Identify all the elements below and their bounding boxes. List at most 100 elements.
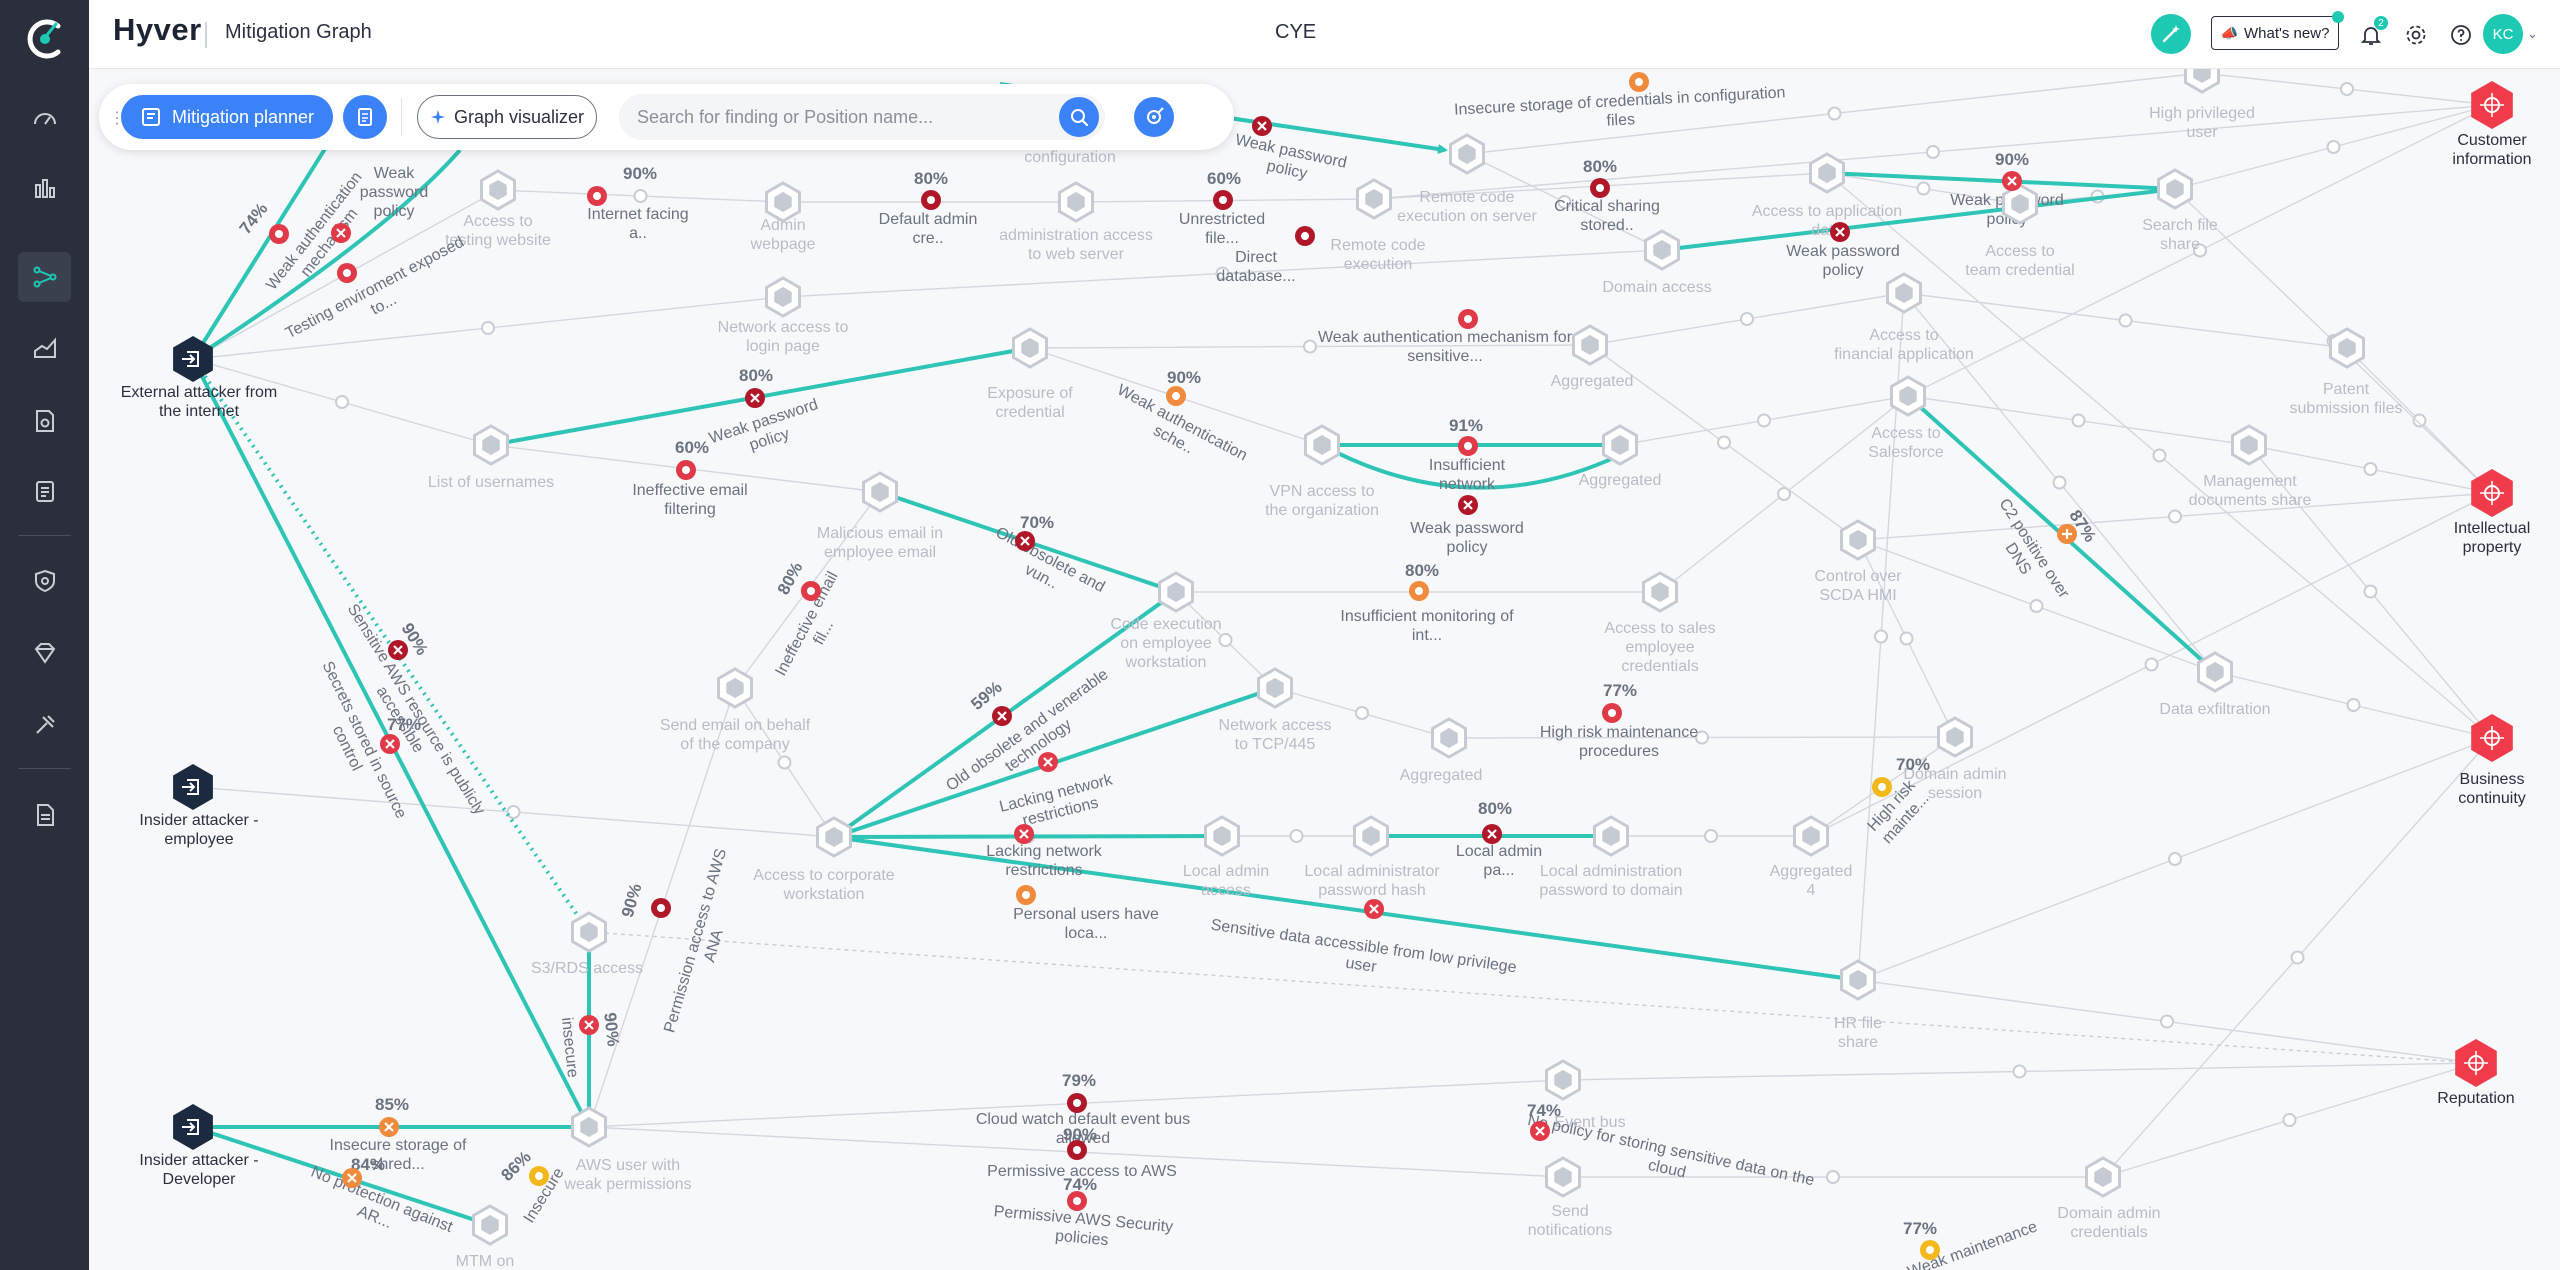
finding-marker[interactable] [1920,1240,1940,1260]
finding-marker[interactable] [587,186,607,206]
sidebar-item-reports[interactable] [18,790,71,840]
graph-node[interactable] [862,471,898,513]
sidebar-item-analytics[interactable] [18,163,71,213]
graph-node[interactable] [1204,815,1240,857]
ai-assistant-button[interactable] [2151,14,2191,54]
graph-node[interactable] [2085,1156,2121,1198]
finding-marker[interactable] [579,1015,599,1035]
crown-jewel-node[interactable] [2471,714,2513,762]
attacker-node[interactable] [173,764,213,810]
finding-marker[interactable] [2002,171,2022,191]
graph-node[interactable] [571,911,607,953]
finding-marker[interactable] [1038,752,1058,772]
finding-marker[interactable] [1530,1121,1550,1141]
graph-node[interactable] [717,667,753,709]
finding-marker[interactable] [1458,436,1478,456]
finding-marker[interactable] [388,640,408,660]
graph-node[interactable] [571,1106,607,1148]
graph-node[interactable] [1886,272,1922,314]
graph-node[interactable] [1890,375,1926,417]
finding-marker[interactable] [676,460,696,480]
help-button[interactable] [2444,18,2478,52]
sidebar-item-assets[interactable] [18,628,71,678]
finding-marker[interactable] [1590,178,1610,198]
graph-node[interactable] [1304,424,1340,466]
finding-marker[interactable] [801,581,821,601]
graph-node[interactable] [1793,815,1829,857]
finding-marker[interactable] [1014,824,1034,844]
graph-node[interactable] [1058,181,1094,223]
finding-marker[interactable] [1213,190,1233,210]
graph-node[interactable] [765,181,801,223]
graph-node[interactable] [1158,571,1194,613]
brand-logo[interactable]: Hyver [113,12,202,47]
finding-marker[interactable] [1364,899,1384,919]
finding-marker[interactable] [269,224,289,244]
graph-node[interactable] [1431,717,1467,759]
finding-marker[interactable] [331,223,351,243]
search-button[interactable] [1059,97,1099,137]
graph-node[interactable] [473,424,509,466]
graph-node[interactable] [816,816,852,858]
finding-marker[interactable] [1482,824,1502,844]
sidebar-item-trends[interactable] [18,323,71,373]
graph-node[interactable] [1572,324,1608,366]
settings-button[interactable] [2399,18,2433,52]
sidebar-item-findings[interactable] [18,396,71,446]
finding-marker[interactable] [2057,524,2077,544]
graph-node[interactable] [1012,327,1048,369]
graph-visualizer-button[interactable]: Graph visualizer [417,95,597,139]
graph-node[interactable] [1257,667,1293,709]
avatar[interactable]: KC [2483,14,2523,54]
finding-marker[interactable] [1067,1191,1087,1211]
graph-node[interactable] [1602,424,1638,466]
report-button[interactable] [343,95,387,139]
graph-node[interactable] [2157,168,2193,210]
finding-marker[interactable] [1872,777,1892,797]
whats-new-button[interactable]: 📣 What's new? [2211,11,2344,50]
finding-marker[interactable] [379,1117,399,1137]
graph-node[interactable] [472,1204,508,1246]
finding-marker[interactable] [1458,309,1478,329]
graph-node[interactable] [1644,229,1680,271]
finding-marker[interactable] [1458,495,1478,515]
finding-marker[interactable] [745,388,765,408]
graph-node[interactable] [2197,651,2233,693]
finding-marker[interactable] [1409,581,1429,601]
graph-node[interactable] [480,169,516,211]
crown-jewel-node[interactable] [2471,81,2513,129]
sidebar-item-mitigation-graph[interactable] [18,252,71,302]
attacker-node[interactable] [173,1104,213,1150]
notifications-button[interactable]: 2 [2354,16,2388,52]
finding-marker[interactable] [1015,531,1035,551]
crown-jewel-node[interactable] [2471,469,2513,517]
finding-marker[interactable] [342,1168,362,1188]
cye-logo-icon[interactable] [22,16,68,62]
finding-marker[interactable] [380,734,400,754]
graph-node[interactable] [1809,152,1845,194]
sidebar-item-tasks[interactable] [18,466,71,516]
graph-node[interactable] [2002,183,2038,225]
attacker-node[interactable] [173,336,213,382]
graph-node[interactable] [1545,1059,1581,1101]
finding-marker[interactable] [1295,226,1315,246]
finding-marker[interactable] [1602,703,1622,723]
chevron-down-icon[interactable]: ⌄ [2527,26,2538,41]
sidebar-item-security[interactable] [18,556,71,606]
graph-node[interactable] [1937,716,1973,758]
finding-marker[interactable] [992,706,1012,726]
finding-marker[interactable] [651,898,671,918]
finding-marker[interactable] [1016,885,1036,905]
mitigation-planner-button[interactable]: Mitigation planner [121,95,333,139]
finding-marker[interactable] [1629,72,1649,92]
graph-node[interactable] [1353,815,1389,857]
graph-node[interactable] [1840,959,1876,1001]
graph-node[interactable] [1642,571,1678,613]
finding-marker[interactable] [1252,116,1272,136]
crown-jewel-node[interactable] [2455,1039,2497,1087]
finding-marker[interactable] [529,1166,549,1186]
graph-node[interactable] [2329,327,2365,369]
locate-button[interactable] [1134,97,1174,137]
